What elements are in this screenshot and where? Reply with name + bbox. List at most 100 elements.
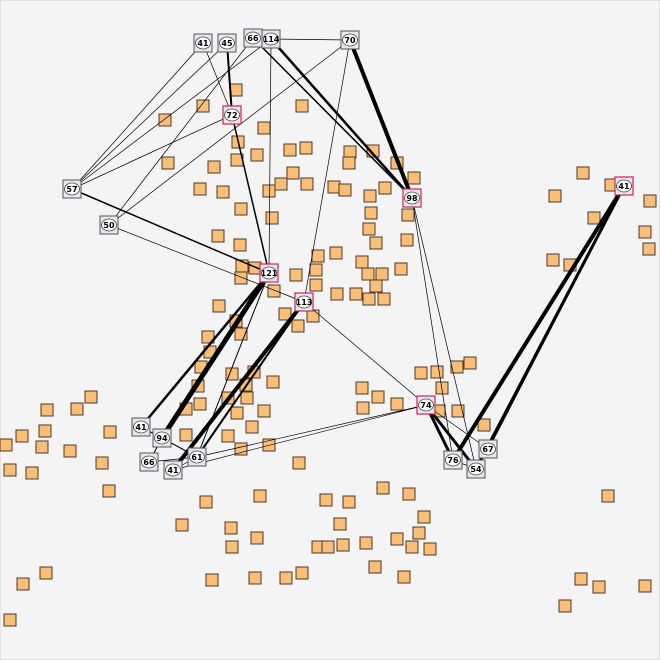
node-label: 54 xyxy=(470,465,482,474)
square-marker xyxy=(643,194,657,208)
node-n66a[interactable]: 66 xyxy=(243,28,263,48)
square-marker xyxy=(211,229,225,243)
square-marker xyxy=(592,580,606,594)
square-marker xyxy=(216,185,230,199)
node-n98[interactable]: 98 xyxy=(402,188,422,208)
square-marker xyxy=(378,181,392,195)
square-marker xyxy=(321,540,335,554)
square-marker xyxy=(212,299,226,313)
node-n72[interactable]: 72 xyxy=(222,105,242,125)
square-marker xyxy=(257,404,271,418)
node-n113[interactable]: 113 xyxy=(294,292,314,312)
square-marker xyxy=(477,418,491,432)
square-marker xyxy=(274,177,288,191)
node-oval xyxy=(404,191,420,205)
square-marker xyxy=(319,493,333,507)
square-marker xyxy=(234,442,248,456)
node-n94[interactable]: 94 xyxy=(152,428,172,448)
square-marker xyxy=(405,540,419,554)
node-label: 41 xyxy=(135,423,147,432)
square-marker xyxy=(250,531,264,545)
square-marker xyxy=(407,171,421,185)
square-marker xyxy=(199,495,213,509)
square-marker xyxy=(15,429,29,443)
node-n121[interactable]: 121 xyxy=(259,263,279,283)
square-marker xyxy=(342,495,356,509)
node-label: 57 xyxy=(66,185,77,194)
square-marker xyxy=(234,202,248,216)
square-marker xyxy=(267,284,281,298)
square-marker xyxy=(300,177,314,191)
square-marker xyxy=(397,570,411,584)
edge-n70-n98 xyxy=(348,38,414,200)
square-marker xyxy=(369,236,383,250)
square-marker xyxy=(248,571,262,585)
node-n57[interactable]: 57 xyxy=(62,179,82,199)
edge-n45-n72 xyxy=(226,42,233,116)
square-marker xyxy=(587,211,601,225)
node-oval xyxy=(468,462,484,476)
node-n61[interactable]: 61 xyxy=(187,447,207,467)
edge-n72-n57 xyxy=(71,114,233,190)
square-marker xyxy=(400,233,414,247)
edge-n70-n50 xyxy=(108,39,351,226)
edge-n74-n67 xyxy=(425,404,489,450)
node-oval xyxy=(480,442,496,456)
edge-n45-n57 xyxy=(71,42,228,190)
node-n76[interactable]: 76 xyxy=(443,450,463,470)
square-marker xyxy=(329,246,343,260)
node-n67[interactable]: 67 xyxy=(478,439,498,459)
node-oval xyxy=(165,463,181,477)
square-marker xyxy=(362,222,376,236)
node-n54[interactable]: 54 xyxy=(466,459,486,479)
square-marker xyxy=(414,366,428,380)
node-n41b[interactable]: 41 xyxy=(614,176,634,196)
node-label: 41 xyxy=(618,182,630,191)
square-marker xyxy=(278,307,292,321)
node-label: 121 xyxy=(261,269,278,278)
node-oval xyxy=(154,431,170,445)
square-marker xyxy=(574,572,588,586)
square-marker xyxy=(250,148,264,162)
node-label: 66 xyxy=(247,34,259,43)
node-n50[interactable]: 50 xyxy=(99,215,119,235)
square-marker xyxy=(333,517,347,531)
square-marker xyxy=(240,391,254,405)
square-marker xyxy=(248,261,262,275)
node-oval xyxy=(141,455,157,469)
edge-n74-n54 xyxy=(424,403,478,471)
square-marker xyxy=(309,278,323,292)
square-marker xyxy=(601,489,615,503)
square-marker xyxy=(286,166,300,180)
node-n41c[interactable]: 41 xyxy=(131,417,151,437)
square-marker xyxy=(343,145,357,159)
square-marker xyxy=(638,579,652,593)
square-marker xyxy=(558,599,572,613)
node-label: 41 xyxy=(167,466,179,475)
square-marker xyxy=(225,540,239,554)
node-n66b[interactable]: 66 xyxy=(139,452,159,472)
square-marker xyxy=(349,287,363,301)
node-n114[interactable]: 114 xyxy=(261,29,281,49)
square-marker xyxy=(253,489,267,503)
square-marker xyxy=(193,182,207,196)
square-marker xyxy=(311,249,325,263)
node-n41a[interactable]: 41 xyxy=(193,33,213,53)
square-marker xyxy=(390,397,404,411)
square-marker xyxy=(292,456,306,470)
edge-n72-n121 xyxy=(231,114,270,274)
node-n41d[interactable]: 41 xyxy=(163,460,183,480)
square-marker xyxy=(221,429,235,443)
edge-n70-n113 xyxy=(303,39,351,303)
square-marker xyxy=(283,143,297,157)
edge-n114-n70 xyxy=(270,38,351,41)
node-n70[interactable]: 70 xyxy=(340,30,360,50)
node-n45[interactable]: 45 xyxy=(217,33,237,53)
square-marker xyxy=(289,268,303,282)
node-label: 50 xyxy=(103,221,115,230)
square-marker xyxy=(205,573,219,587)
node-n74[interactable]: 74 xyxy=(416,395,436,415)
square-marker xyxy=(401,208,415,222)
